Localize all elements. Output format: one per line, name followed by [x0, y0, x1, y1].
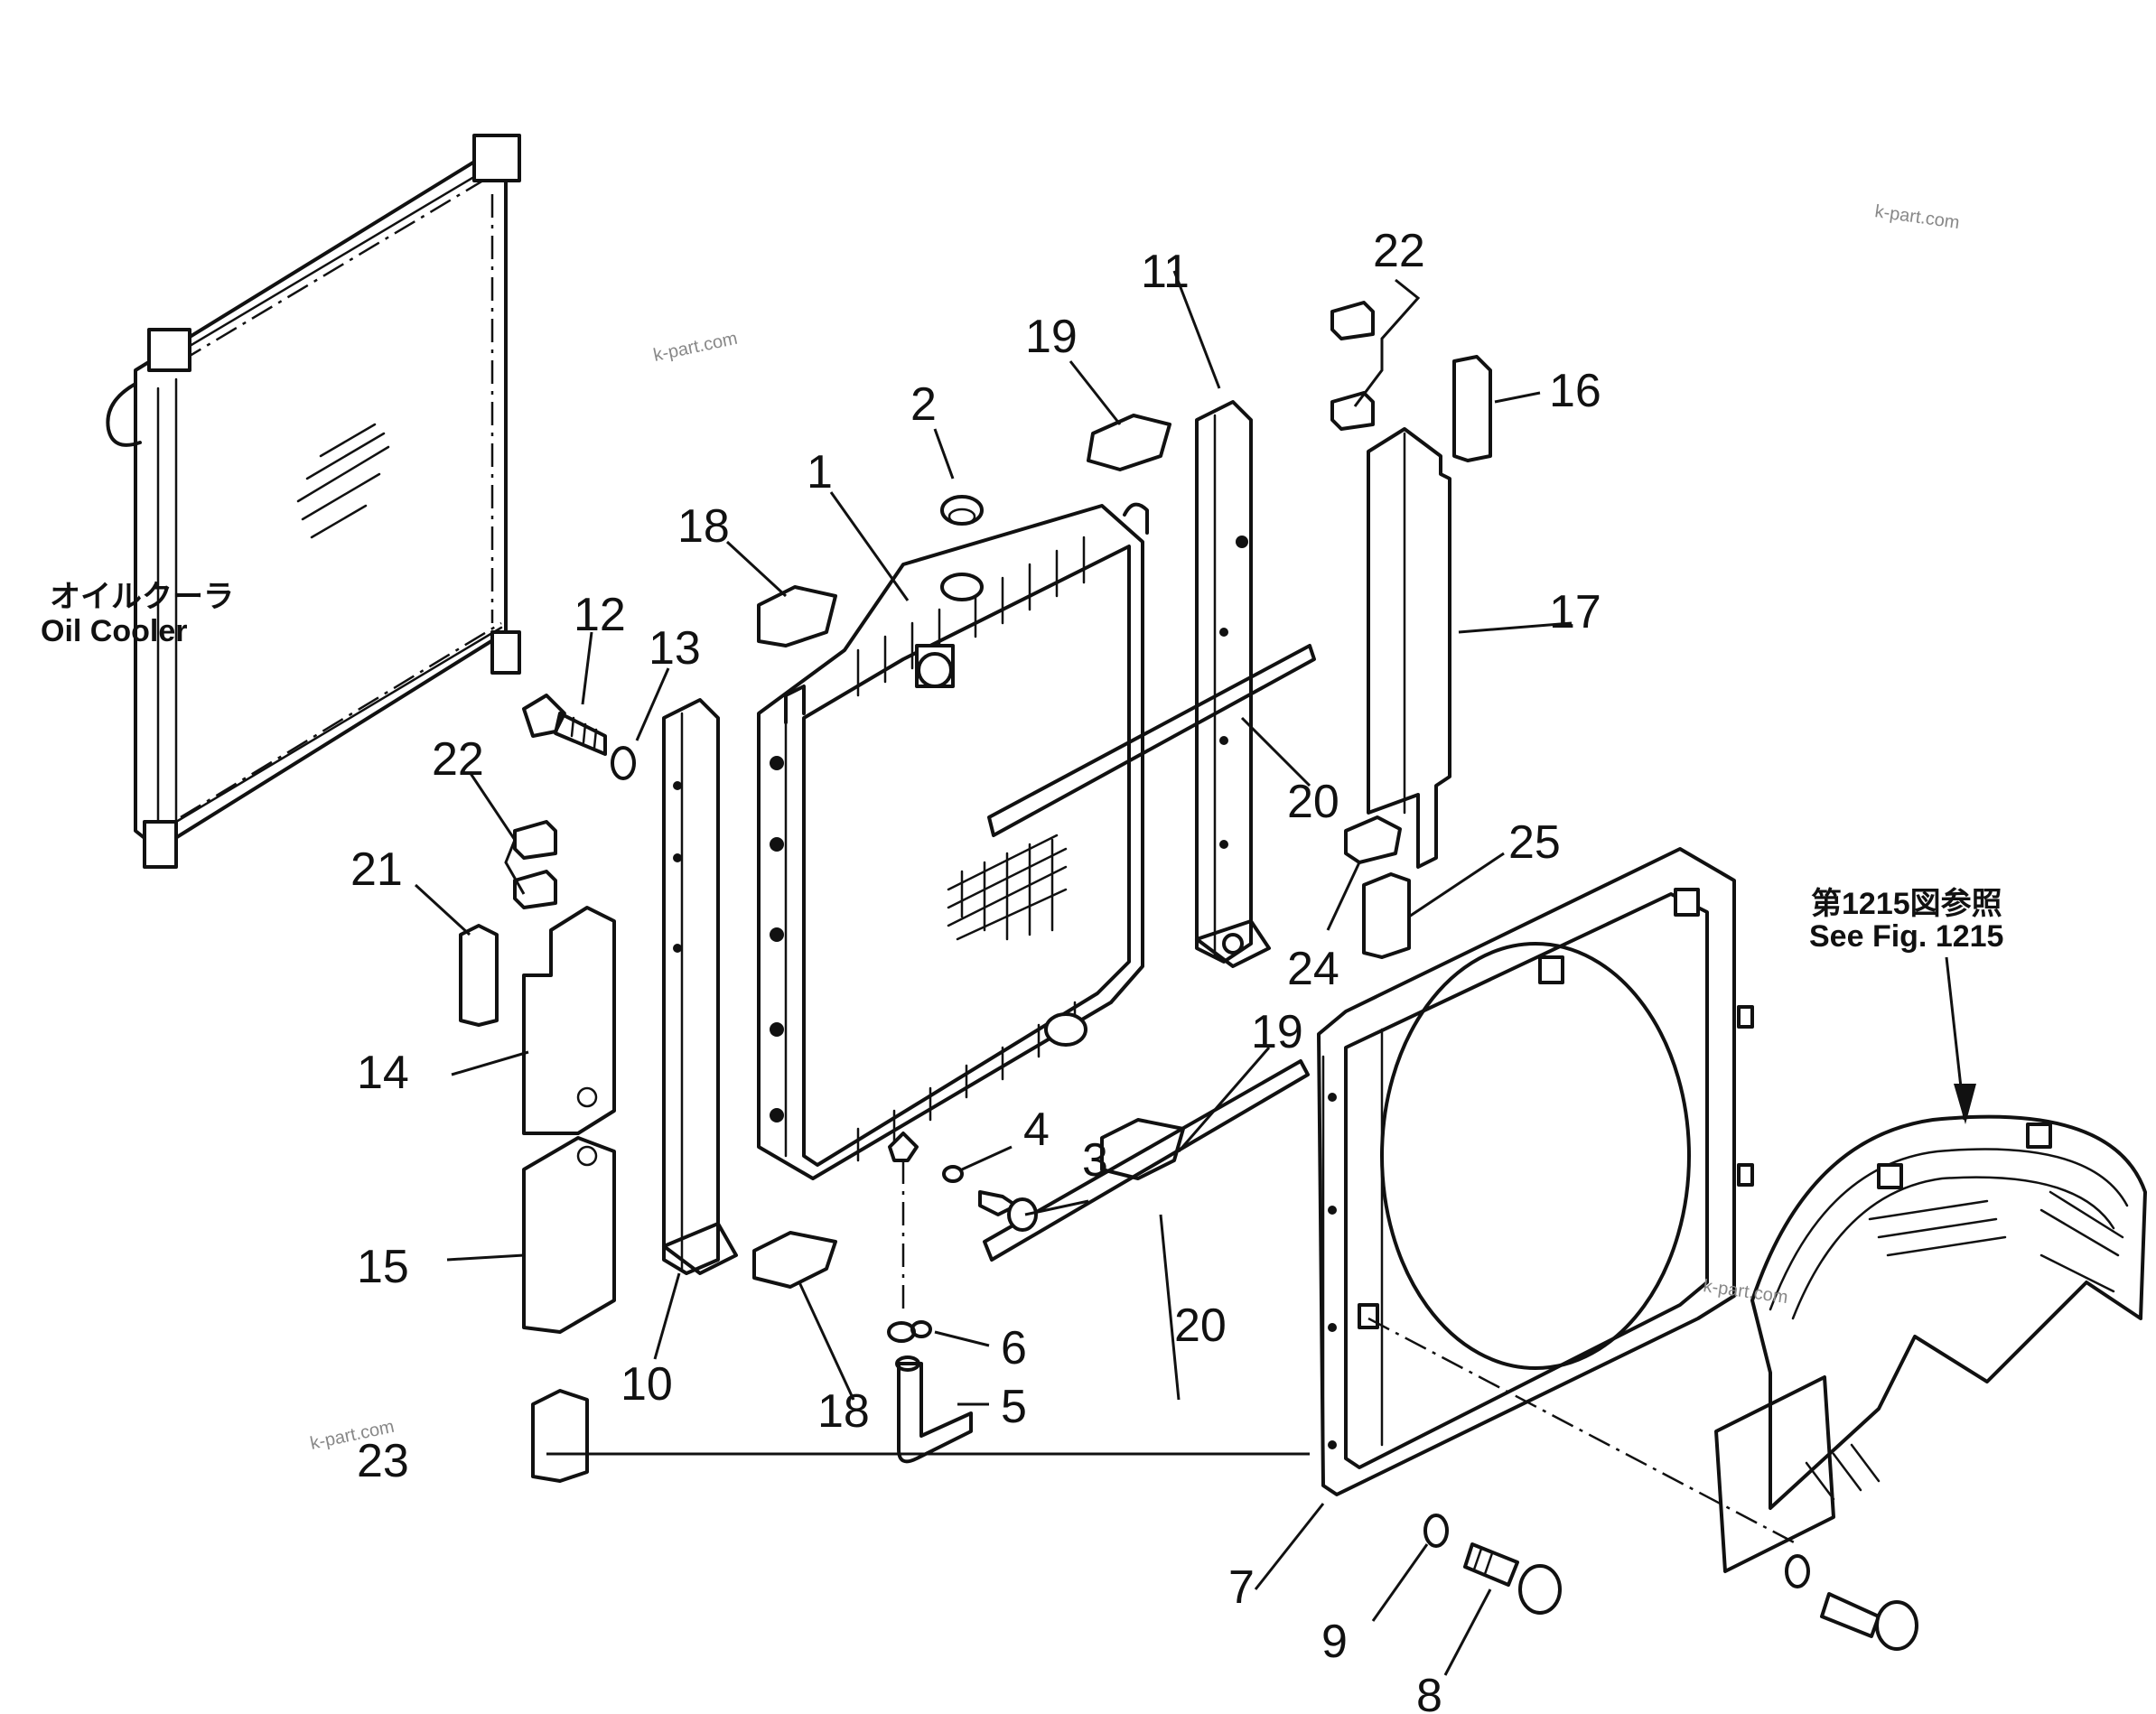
callout-14: 14 [357, 1047, 409, 1099]
seal-16 [1452, 355, 1492, 462]
callout-7: 7 [1228, 1561, 1255, 1614]
callout-17: 17 [1549, 586, 1601, 638]
drain-plug-3 [978, 1190, 1038, 1232]
callout-4: 4 [1023, 1104, 1050, 1156]
bar-20-lower [983, 1059, 1310, 1262]
pad-18-upper [757, 585, 837, 647]
pad-25 [1362, 872, 1411, 959]
pad-24 [1344, 815, 1402, 864]
see-fig-label-en: See Fig. 1215 [1809, 919, 2003, 954]
washer-right [1785, 1554, 1810, 1588]
callout-8: 8 [1416, 1670, 1442, 1714]
seal-17 [1367, 427, 1451, 869]
callout-15: 15 [357, 1241, 409, 1293]
seal-14 [522, 906, 616, 1135]
watermark: k-part.com [1873, 201, 1961, 233]
oil-cooler-label-jp: オイルクーラ [50, 580, 234, 614]
callout-21: 21 [350, 843, 403, 896]
callout-18-upper: 18 [677, 500, 730, 553]
callout-11: 11 [1141, 246, 1190, 298]
callout-2: 2 [910, 378, 937, 431]
callout-20-lower: 20 [1174, 1299, 1227, 1352]
callout-6: 6 [1001, 1322, 1027, 1374]
fan-guard [1714, 1114, 2147, 1573]
callout-25: 25 [1508, 816, 1561, 869]
callout-3: 3 [1082, 1134, 1108, 1187]
fan-shroud [1317, 847, 1798, 1546]
washer-13 [611, 746, 636, 780]
pad-22-right [1330, 301, 1375, 431]
leader-lines [414, 270, 1976, 1676]
drain-valve [888, 1132, 919, 1309]
callout-1: 1 [807, 446, 833, 498]
pad-18-lower [752, 1231, 837, 1289]
clamp-6 [887, 1320, 932, 1343]
oil-cooler-label-en: Oil Cooler [41, 614, 187, 648]
watermark: k-part.com [651, 329, 739, 366]
see-fig-label-jp: 第1215図参照 [1811, 887, 2002, 921]
callout-22-left: 22 [432, 733, 484, 786]
callout-9: 9 [1321, 1616, 1348, 1668]
seal-15 [522, 1136, 616, 1334]
pad-21 [459, 924, 499, 1027]
callout-22-right: 22 [1373, 225, 1425, 277]
callout-18-lower: 18 [817, 1385, 870, 1438]
callout-23: 23 [357, 1435, 409, 1487]
oil-cooler: オイルクーラ Oil Cooler [41, 134, 521, 869]
o-ring-4 [942, 1165, 964, 1183]
bolt-right [1820, 1592, 1918, 1651]
hose-5 [895, 1355, 973, 1464]
callout-numbers: 1 2 3 4 5 6 7 8 9 10 11 12 13 14 15 16 1… [350, 225, 1601, 1714]
pad-23 [531, 1389, 589, 1483]
pad-19-upper [1087, 414, 1171, 471]
bolt-8 [1463, 1542, 1562, 1615]
bar-20-upper [987, 644, 1316, 837]
callout-20-upper: 20 [1287, 776, 1339, 828]
callout-19-upper: 19 [1025, 311, 1078, 363]
bracket-10 [662, 698, 738, 1275]
watermark: k-part.com [1702, 1276, 1789, 1308]
radiator [757, 502, 1149, 1180]
cap-2 [940, 495, 984, 526]
washer-9 [1423, 1514, 1449, 1548]
callout-16: 16 [1549, 365, 1601, 417]
callout-12: 12 [574, 589, 626, 641]
callout-5: 5 [1001, 1381, 1027, 1433]
bolt-12 [522, 694, 607, 756]
callout-24: 24 [1287, 943, 1339, 995]
pad-19-lower [1100, 1118, 1185, 1180]
bracket-11 [1195, 400, 1271, 968]
callout-10: 10 [621, 1358, 673, 1411]
callout-19-lower: 19 [1251, 1006, 1303, 1058]
callout-13: 13 [649, 622, 701, 675]
pad-22-left [513, 820, 557, 909]
